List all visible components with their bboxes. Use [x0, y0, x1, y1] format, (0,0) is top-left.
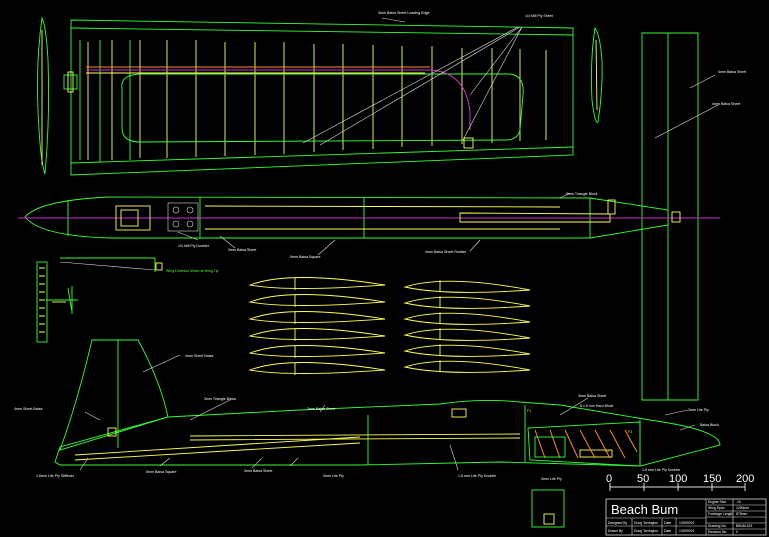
label-balsa-sheet-tail-top: 4mm Balsa Sheet: [718, 70, 746, 74]
label-balsa-sheet-b: 3mm Balsa Sheet: [307, 407, 335, 411]
tb-engine: .10: [736, 500, 741, 504]
scale-bar: 0 50 100 150 200: [606, 473, 754, 491]
front-view-sketch: [36, 261, 78, 343]
tb-span: 1250mm: [736, 506, 749, 510]
tb-drawn-by-label: Drawn By: [608, 529, 623, 533]
rib-profiles: [248, 277, 531, 375]
tb-revision-label: Revision No.: [708, 530, 727, 534]
scale-tick-150: 150: [703, 473, 721, 485]
label-balsa-sheet-tail-mid: 4mm Balsa Sheet: [712, 102, 740, 106]
label-lite-ply-bottom: 3mm Lite Ply: [541, 477, 562, 481]
label-hard-block: 8 x 8 mm Hard Block: [580, 404, 614, 408]
tb-date-label-2: Date: [664, 529, 671, 533]
firewall-sketch: [531, 489, 565, 528]
label-fin-sheet: 4mm Sheet Balsa: [185, 354, 213, 358]
scale-tick-200: 200: [736, 473, 754, 485]
label-wing-dihedral: Wing Dihedral 30mm at Wing Tip: [166, 269, 219, 273]
tb-length-label: Fuselage Length: [708, 512, 733, 516]
tb-drawing-no: BBUM-001: [736, 524, 753, 528]
scale-tick-50: 50: [637, 473, 649, 485]
label-f3: F3: [628, 430, 632, 434]
label-balsa-square-b: 5mm Balsa Square: [146, 470, 177, 474]
label-ply-sheet: 1/4 Mill Ply Sheet: [525, 14, 553, 18]
annotations: 3mm Balsa Sheet Leading Edge 1/4 Mill Pl…: [14, 11, 746, 481]
label-ply-doubler: 1/4 Mill Ply Doubler: [178, 244, 210, 248]
drawing-title: Beach Bum: [611, 502, 678, 517]
tb-drawn-by: Doug Tarrington: [634, 529, 658, 533]
label-lite-ply-stiffener: 1.6mm Lite Ply Stiffener: [36, 474, 75, 478]
label-balsa-block: Balsa Block: [700, 423, 719, 427]
tb-designed-by: Doug Tarrington: [634, 521, 658, 525]
label-lite-ply: 3mm Lite Ply: [323, 474, 344, 478]
wing-plan-view: [70, 17, 574, 176]
tb-engine-label: Engine Size: [708, 500, 726, 504]
label-lite-ply-right: 3mm Lite Ply: [688, 408, 709, 412]
tb-length: 875mm: [736, 512, 747, 516]
label-triangle-block: 5mm Triangle Block: [566, 192, 598, 196]
scale-tick-0: 0: [606, 473, 612, 485]
label-triangle-balsa: 3mm Triangle Balsa: [204, 397, 236, 401]
label-balsa-sheet-c: 3mm Balsa Sheet: [578, 394, 606, 398]
fuselage-side-view: [54, 339, 721, 471]
label-f1: F1: [527, 409, 531, 413]
label-leading-edge: 3mm Balsa Sheet Leading Edge: [378, 11, 430, 15]
label-fin-sheet-left: 4mm Sheet Balsa: [14, 407, 42, 411]
tb-date-2: 1/09/2004: [679, 529, 694, 533]
wing-tip-rib-right: [590, 26, 603, 123]
label-balsa-square: 5mm Balsa Square: [290, 255, 321, 259]
tb-date-label-1: Date: [664, 521, 671, 525]
tb-date-1: 1/09/2004: [679, 521, 694, 525]
wing-root-rib-left: [37, 16, 78, 175]
tb-drawing-no-label: Drawing No.: [708, 524, 727, 528]
label-balsa-sheet-3mm: 3mm Balsa Sheet: [228, 248, 256, 252]
label-lite-ply-doubler: 1.6 mm Lite Ply Doubler: [458, 474, 497, 478]
label-f2: F2: [605, 449, 609, 453]
tb-revision: 0: [736, 530, 738, 534]
fuselage-top-view: [18, 192, 720, 256]
label-rudder-sheet: 4mm Balsa Sheet Rudder: [425, 250, 467, 254]
tb-span-label: Wing Span: [708, 506, 725, 510]
title-block: Beach Bum Designed By Doug Tarrington Da…: [605, 498, 767, 536]
wing-dihedral-view: [59, 257, 163, 272]
label-lite-ply-doubler-b: 1.6 mm Lite Ply Doubler: [642, 468, 681, 472]
scale-tick-100: 100: [669, 473, 687, 485]
label-balsa-sheet-d: 3mm Balsa Sheet: [244, 469, 272, 473]
tb-designed-by-label: Designed By: [608, 521, 628, 525]
